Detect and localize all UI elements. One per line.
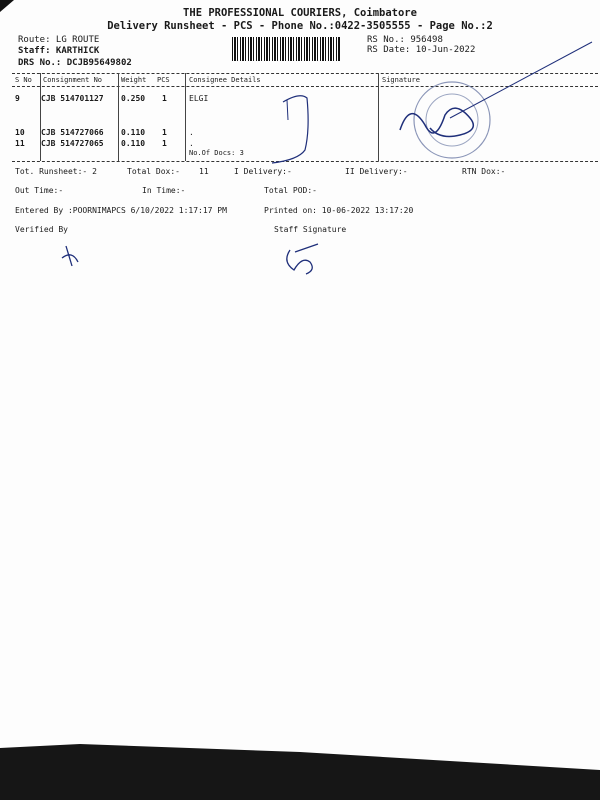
rs-no: RS No.: 956498 (367, 35, 443, 45)
weight: 0.250 (121, 94, 146, 103)
staff-signature-label: Staff Signature (274, 225, 347, 234)
sno: 10 (15, 128, 25, 137)
no-of-docs: No.Of Docs: 3 (189, 149, 244, 157)
consignment-no: CJB 514727066 (41, 128, 104, 137)
i-delivery: I Delivery:- (234, 167, 292, 176)
route: Route: LG ROUTE (18, 35, 100, 45)
consignment-no: CJB 514701127 (41, 94, 104, 103)
runsheet-subtitle: Delivery Runsheet - PCS - Phone No.:0422… (107, 20, 493, 32)
out-time: Out Time:- (15, 186, 64, 195)
verified-by: Verified By (15, 225, 68, 234)
column-divider (185, 73, 186, 161)
total-dox-value: 11 (199, 167, 209, 176)
divider (12, 161, 598, 162)
staff: Staff: KARTHICK (18, 46, 100, 56)
barcode (232, 37, 340, 61)
total-dox-label: Total Dox:- (127, 167, 180, 176)
consignee-details: . (189, 139, 194, 148)
printed-on: Printed on: 10-06-2022 13:17:20 (264, 206, 414, 215)
column-divider (118, 73, 119, 161)
ii-delivery: II Delivery:- (345, 167, 408, 176)
divider (12, 73, 598, 74)
rtn-dox: RTN Dox:- (462, 167, 506, 176)
column-divider (40, 73, 41, 161)
total-pod: Total POD:- (264, 186, 317, 195)
entered-by: Entered By :POORNIMAPCS 6/10/2022 1:17:1… (15, 206, 227, 215)
col-weight: Weight (121, 76, 147, 84)
col-signature: Signature (382, 76, 420, 84)
column-divider (378, 73, 379, 161)
consignee-details: . (189, 128, 194, 137)
col-consignment: Consignment No (43, 76, 103, 84)
rs-date: RS Date: 10-Jun-2022 (367, 45, 476, 55)
sno: 9 (15, 94, 20, 103)
pcs: 1 (162, 94, 167, 103)
pcs: 1 (162, 139, 167, 148)
weight: 0.110 (121, 128, 146, 137)
sno: 11 (15, 139, 25, 148)
drs-no: DRS No.: DCJB95649802 (18, 58, 132, 68)
divider (12, 86, 598, 87)
weight: 0.110 (121, 139, 146, 148)
company-title: THE PROFESSIONAL COURIERS, Coimbatore (183, 7, 417, 19)
col-pcs: PCS (157, 76, 170, 84)
col-consignee: Consignee Details (189, 76, 261, 84)
tot-runsheet: Tot. Runsheet:- 2 (15, 167, 97, 176)
in-time: In Time:- (142, 186, 186, 195)
consignee-details: ELGI (189, 94, 209, 103)
col-sno: S No (15, 76, 32, 84)
consignment-no: CJB 514727065 (41, 139, 104, 148)
pcs: 1 (162, 128, 167, 137)
